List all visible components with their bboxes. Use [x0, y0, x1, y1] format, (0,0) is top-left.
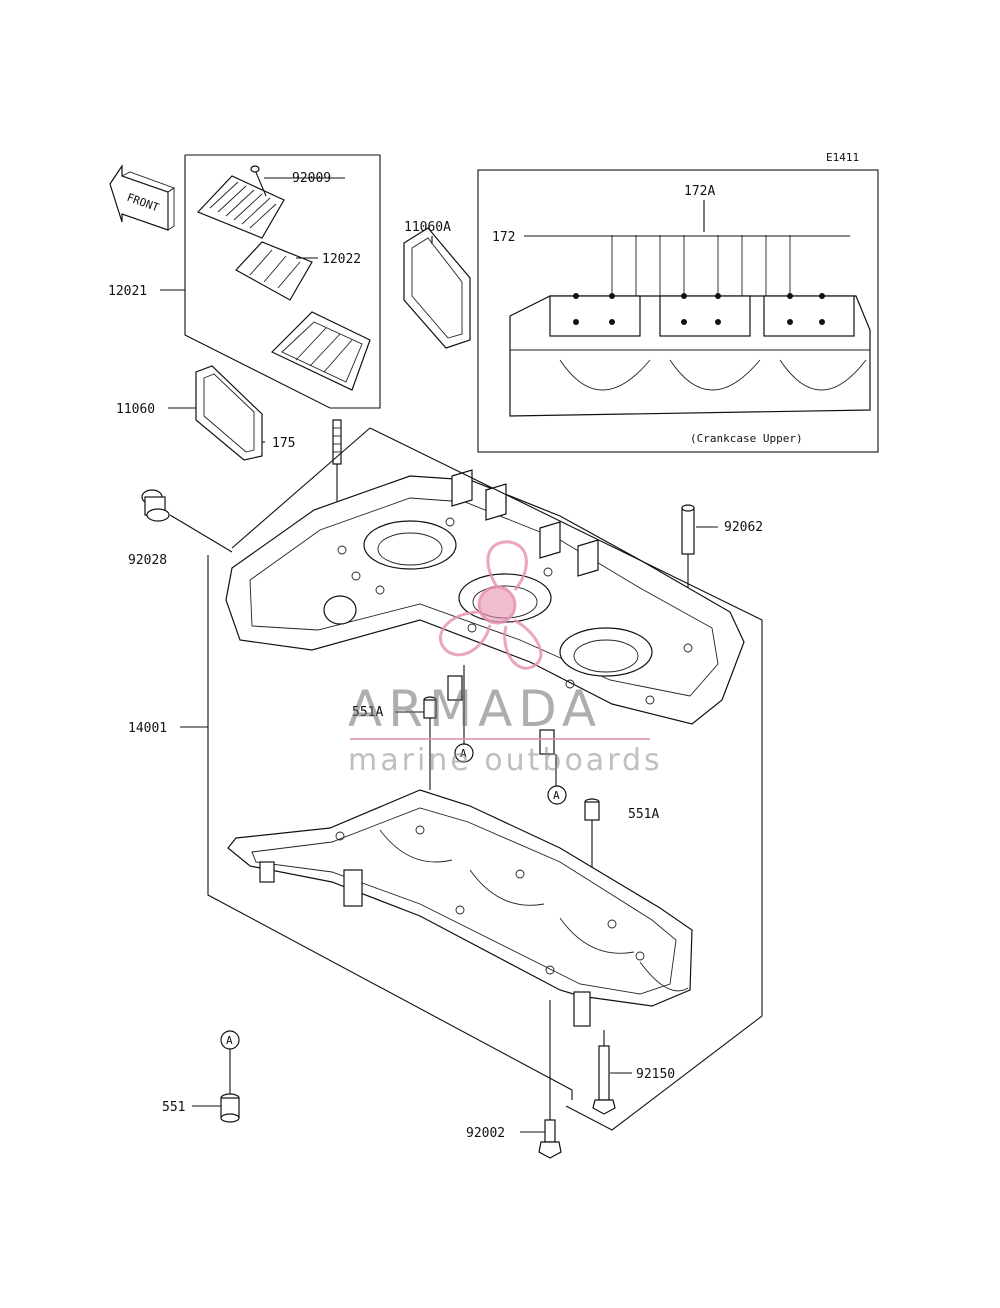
gasket-11060a	[403, 227, 471, 349]
callout-a-1: A	[454, 665, 474, 763]
assembly-outline-right	[369, 427, 763, 1131]
label-551: 551	[162, 1100, 185, 1115]
label-12021: 12021	[108, 284, 147, 299]
bolt-92002	[538, 1000, 562, 1159]
dowel-551a-left	[395, 696, 437, 790]
callout-marker-2: A	[553, 789, 560, 802]
callout-marker-1: A	[460, 747, 467, 760]
label-11060: 11060	[116, 402, 155, 417]
reed-valve-kit-group	[184, 154, 381, 409]
bolt-92062	[681, 504, 695, 630]
label-172a: 172A	[684, 184, 715, 199]
diagram-id: E1411	[826, 151, 859, 164]
label-92009: 92009	[292, 171, 331, 186]
leader-lines	[160, 177, 718, 1133]
label-11060a: 11060A	[404, 220, 451, 235]
watermark: ARMADA marine outboards	[348, 540, 663, 778]
front-arrow-icon: FRONT	[109, 164, 175, 231]
label-92002: 92002	[466, 1126, 505, 1141]
label-172: 172	[492, 230, 515, 245]
label-12022: 12022	[322, 252, 361, 267]
label-551a-right: 551A	[628, 807, 659, 822]
label-92028: 92028	[128, 553, 167, 568]
label-92062: 92062	[724, 520, 763, 535]
gasket-11060	[195, 365, 263, 461]
propeller-logo-icon	[438, 540, 543, 670]
callout-a-3: A	[220, 1030, 240, 1095]
crankcase-lower	[227, 789, 693, 1027]
callout-marker-3: A	[226, 1034, 233, 1047]
inset-crankcase-upper: (Crankcase Upper)	[477, 169, 879, 453]
label-14001: 14001	[128, 721, 167, 736]
watermark-tagline: marine outboards	[348, 743, 663, 778]
plug-92028	[141, 489, 233, 553]
callout-a-2: A	[547, 754, 567, 805]
label-551a-left: 551A	[352, 705, 383, 720]
label-92150: 92150	[636, 1067, 675, 1082]
dowel-551	[220, 1093, 240, 1123]
label-175: 175	[272, 436, 295, 451]
bolt-92150	[592, 1030, 616, 1115]
assembly-outline	[207, 555, 573, 1100]
watermark-brand: ARMADA	[348, 680, 602, 738]
inset-caption: (Crankcase Upper)	[690, 432, 803, 445]
